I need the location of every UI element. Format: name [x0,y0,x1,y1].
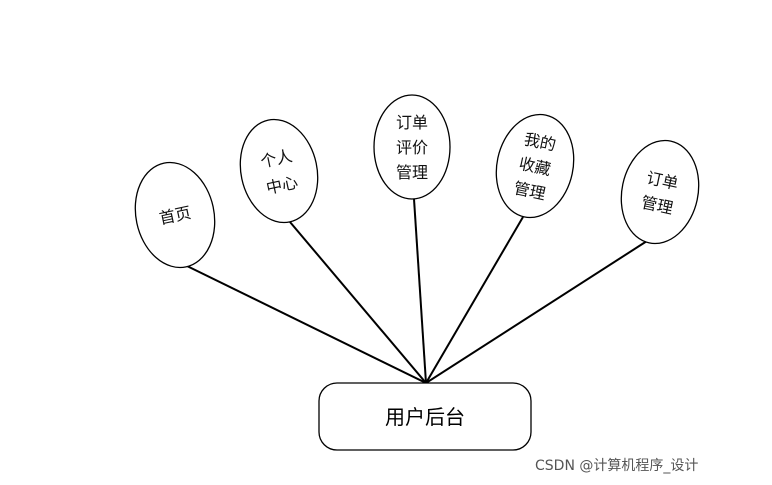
connector-2 [289,221,427,384]
child-node-3: 订单 评价 管理 [373,94,451,200]
connector-1 [186,265,427,384]
root-node-label: 用户后台 [385,405,465,429]
child-node-3-line-2: 评价 [396,138,428,157]
connector-5 [425,240,648,384]
watermark: CSDN @计算机程序_设计 [535,458,699,474]
root-node: 用户后台 [318,382,532,451]
connectors [186,198,648,384]
child-node-2: 个人 中心 [239,118,319,224]
child-node-5: 订单 管理 [620,139,700,245]
child-node-1: 首页 [134,161,216,269]
child-node-3-line-3: 管理 [396,163,428,182]
connector-3 [413,198,427,384]
child-node-3-line-1: 订单 [396,113,428,132]
child-node-4: 我的 收藏 管理 [495,113,575,219]
connector-4 [425,216,524,384]
